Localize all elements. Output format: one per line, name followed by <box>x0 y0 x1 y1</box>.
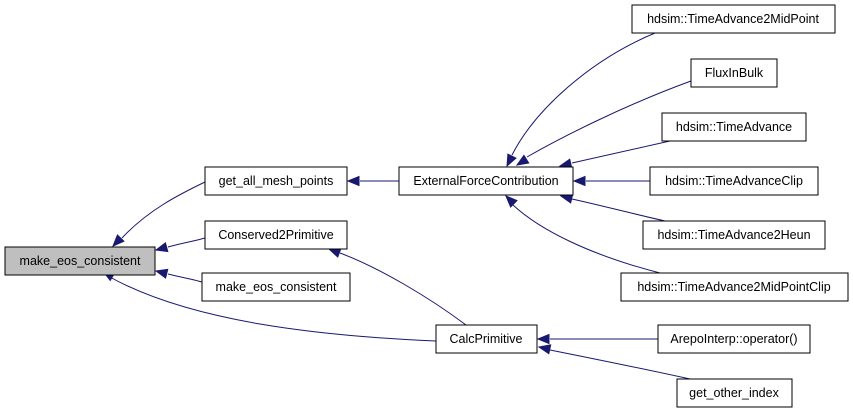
node-label: CalcPrimitive <box>450 332 523 346</box>
edge-time-advance-to-external-force-contribution <box>571 140 671 164</box>
node-label: hdsim::TimeAdvance2Heun <box>657 228 810 242</box>
node-label: Conserved2Primitive <box>218 228 333 242</box>
node-calc-primitive[interactable]: CalcPrimitive <box>435 324 538 354</box>
arrowhead-icon <box>537 344 552 355</box>
node-label: make_eos_consistent <box>216 280 337 294</box>
edge-time-advance-2-midpoint-to-external-force-contribution <box>511 32 656 156</box>
edge-get-other-index-to-calc-primitive <box>549 349 691 380</box>
node-make-eos-consistent[interactable]: make_eos_consistent <box>201 272 351 302</box>
edge-conserved2primitive-to-root <box>167 237 206 248</box>
node-get-other-index[interactable]: get_other_index <box>676 378 793 408</box>
edge-get-all-mesh-points-to-root <box>121 181 206 239</box>
node-label: get_other_index <box>689 386 779 400</box>
node-label: FluxInBulk <box>705 66 764 80</box>
node-get-all-mesh-points[interactable]: get_all_mesh_points <box>204 166 348 196</box>
edge-flux-in-bulk-to-external-force-contribution <box>526 80 692 158</box>
node-make-eos-consistent-root[interactable]: make_eos_consistent <box>4 246 156 276</box>
node-time-advance[interactable]: hdsim::TimeAdvance <box>661 112 807 142</box>
node-arepo-interp-operator[interactable]: ArepoInterp::operator() <box>657 324 811 354</box>
node-time-advance-2-heun[interactable]: hdsim::TimeAdvance2Heun <box>642 220 826 250</box>
edge-time-advance-2-heun-to-external-force-contribution <box>571 198 666 222</box>
edges-layer <box>101 32 692 380</box>
node-external-force-contribution[interactable]: ExternalForceContribution <box>398 166 574 196</box>
node-time-advance-2-midpoint[interactable]: hdsim::TimeAdvance2MidPoint <box>631 4 836 34</box>
node-time-advance-2-midpoint-clip[interactable]: hdsim::TimeAdvance2MidPointClip <box>620 272 849 302</box>
arrowhead-icon <box>346 175 360 187</box>
node-label: ArepoInterp::operator() <box>670 332 797 346</box>
node-label: hdsim::TimeAdvanceClip <box>665 174 803 188</box>
node-flux-in-bulk[interactable]: FluxInBulk <box>690 58 778 88</box>
edge-make-eos-consistent-2-to-root <box>167 273 203 283</box>
node-label: make_eos_consistent <box>20 254 141 268</box>
edge-calc-primitive-to-conserved2primitive <box>339 252 467 326</box>
arrowhead-icon <box>506 153 517 168</box>
node-label: hdsim::TimeAdvance <box>676 120 792 134</box>
edge-calc-primitive-to-root <box>107 275 437 342</box>
node-time-advance-clip[interactable]: hdsim::TimeAdvanceClip <box>649 166 819 196</box>
arrowhead-icon <box>536 333 550 345</box>
node-conserved2primitive[interactable]: Conserved2Primitive <box>204 220 348 250</box>
arrowhead-icon <box>112 234 125 247</box>
node-label: ExternalForceContribution <box>413 174 558 188</box>
node-label: get_all_mesh_points <box>219 174 334 188</box>
arrowhead-icon <box>505 195 518 208</box>
edge-time-advance-2-midpoint-clip-to-external-force-contribution <box>512 204 661 274</box>
arrowhead-icon <box>154 268 169 279</box>
arrowhead-icon <box>515 154 530 166</box>
arrowhead-icon <box>327 248 342 258</box>
node-label: hdsim::TimeAdvance2MidPointClip <box>637 280 830 294</box>
node-label: hdsim::TimeAdvance2MidPoint <box>647 12 819 26</box>
arrowhead-icon <box>572 175 586 187</box>
arrowhead-icon <box>154 241 169 253</box>
